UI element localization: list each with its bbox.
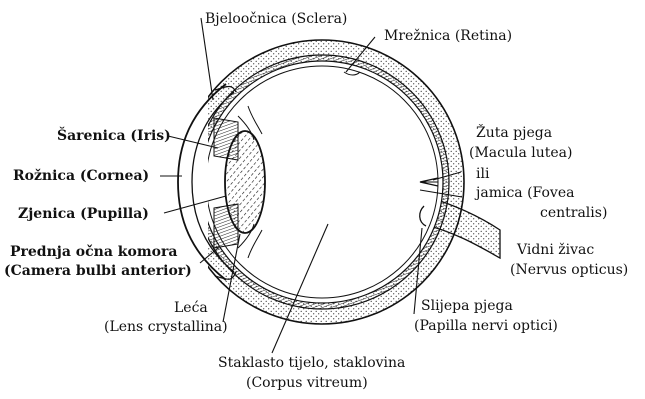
label-vitreous: Staklasto tijelo, staklovina [218,355,405,371]
label-optic-nerve-latin: (Nervus opticus) [510,262,628,278]
label-optic-nerve: Vidni živac [517,242,594,258]
label-cornea: Rožnica (Cornea) [13,168,149,184]
label-macula-latin: (Macula lutea) [469,145,573,161]
label-iris: Šarenica (Iris) [57,128,171,144]
label-blind-spot-latin: (Papilla nervi optici) [414,318,558,334]
label-anterior-chamber-latin: (Camera bulbi anterior) [4,263,192,279]
label-blind-spot: Slijepa pjega [421,298,513,314]
label-macula-or: ili [476,166,489,182]
label-lens: Leća [174,300,208,316]
label-fovea: jamica (Fovea [476,185,574,201]
label-sclera: Bjeloočnica (Sclera) [205,11,347,27]
label-pupil: Zjenica (Pupilla) [18,206,149,222]
label-vitreous-latin: (Corpus vitreum) [246,375,368,391]
label-lens-latin: (Lens crystallina) [104,319,228,335]
label-retina: Mrežnica (Retina) [384,28,512,44]
lens [225,131,265,233]
label-fovea-latin: centralis) [540,205,607,221]
label-macula: Žuta pjega [476,125,552,141]
label-anterior-chamber: Prednja očna komora [10,244,177,260]
